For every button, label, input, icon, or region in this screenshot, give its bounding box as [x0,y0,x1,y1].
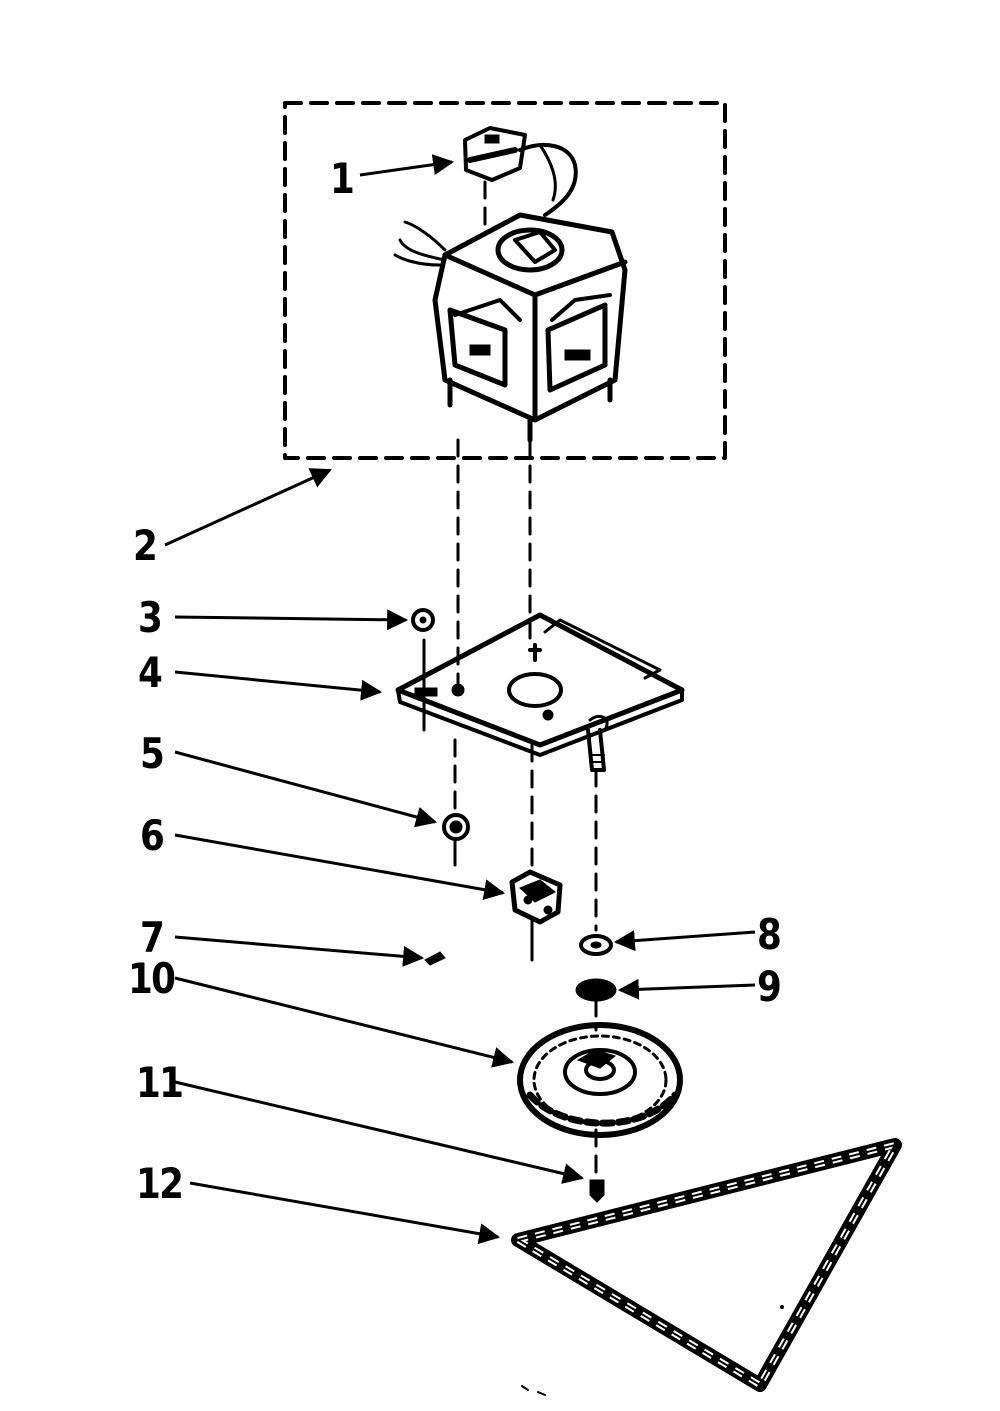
part-7-pin [424,951,446,966]
part-10-sprocket [517,1022,683,1138]
callout-12: 12 [136,1159,184,1208]
part-5-nut [442,813,470,841]
part-4-mounting-plate [395,612,685,772]
motor-assembly-box [283,101,727,460]
part-3-screw [411,608,435,632]
part-8-washer [579,934,613,956]
part-11-set-screw [589,1179,605,1203]
callout-9: 9 [757,962,782,1011]
callout-4: 4 [138,648,163,697]
part-12-chain [510,1138,902,1392]
callout-10: 10 [128,954,176,1003]
part-6-coupling [509,869,563,925]
speck [521,1385,546,1396]
callout-11: 11 [136,1058,184,1107]
guide-lines [422,438,598,1182]
part-1-connector [463,126,578,232]
part-2-motor [393,212,628,443]
leader-lines [164,154,756,1245]
callout-8: 8 [757,910,782,959]
callout-3: 3 [138,593,163,642]
callout-2: 2 [133,521,158,570]
callout-1: 1 [330,154,355,203]
callout-6: 6 [140,811,165,860]
callout-7: 7 [140,913,165,962]
callout-5: 5 [140,729,165,778]
speck [780,1305,784,1309]
part-9-spacer [575,978,617,1002]
